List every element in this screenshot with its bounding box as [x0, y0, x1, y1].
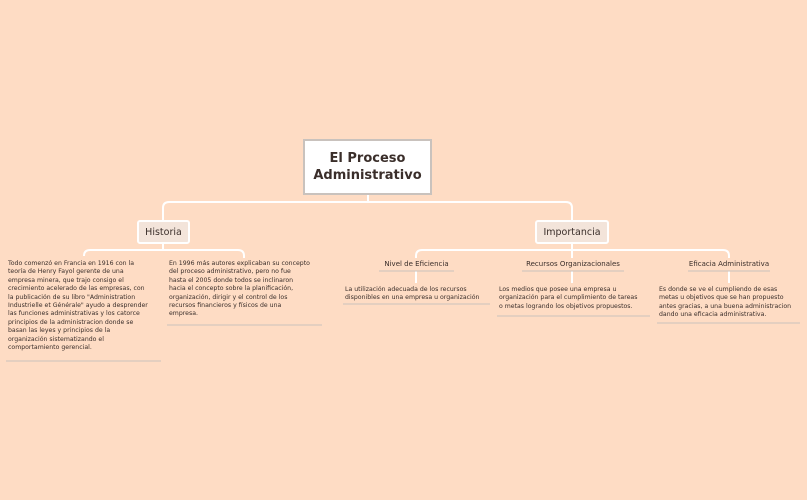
historia-note-2[interactable]: En 1996 más autores explicaban su concep…	[169, 260, 310, 318]
branch-importancia-label: Importancia	[543, 226, 601, 238]
branch-historia[interactable]: Historia	[137, 220, 190, 244]
sub-recursos-organizacionales[interactable]: Recursos Organizacionales	[526, 260, 620, 268]
sub-nivel-eficiencia[interactable]: Nivel de Eficiencia	[384, 260, 449, 268]
root-node[interactable]: El Proceso Administrativo	[303, 139, 432, 195]
note-eficacia-administrativa[interactable]: Es donde se ve el cumpliendo de esas met…	[659, 286, 792, 319]
branch-importancia[interactable]: Importancia	[535, 220, 609, 244]
note-recursos-organizacionales[interactable]: Los medios que posee una empresa u organ…	[499, 286, 638, 310]
sub-eficacia-administrativa[interactable]: Eficacia Administrativa	[688, 260, 770, 268]
historia-note-1[interactable]: Todo comenzó en Francia en 1916 con la t…	[8, 260, 148, 352]
note-nivel-eficiencia[interactable]: La utilización adecuada de los recursos …	[345, 286, 480, 302]
branch-historia-label: Historia	[145, 226, 182, 238]
